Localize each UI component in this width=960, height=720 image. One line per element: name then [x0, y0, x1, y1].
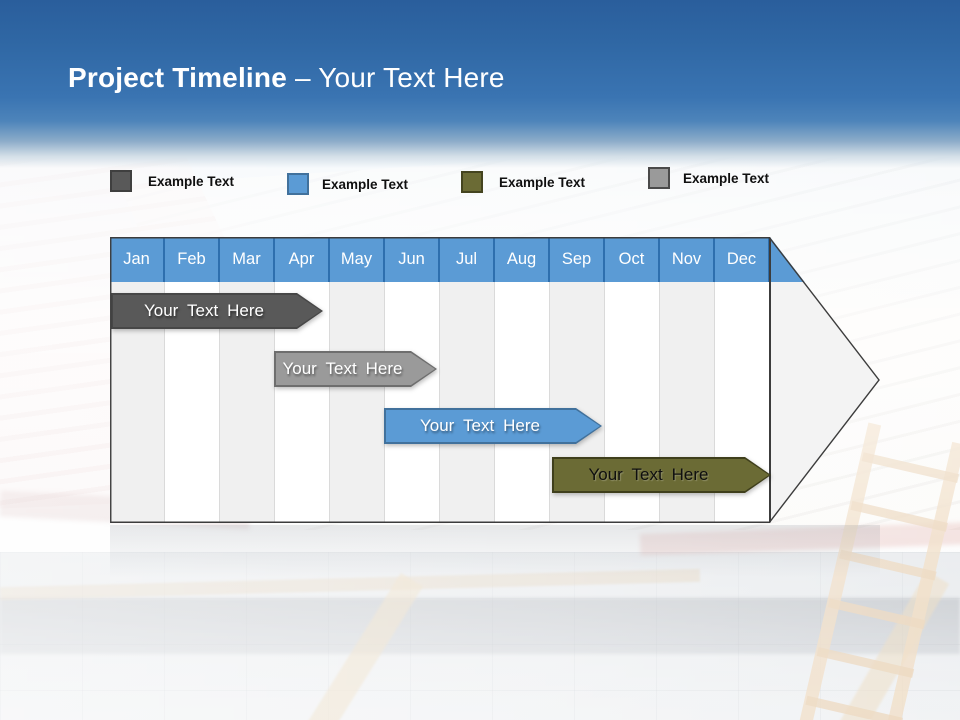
month-header-cell: Aug: [495, 237, 550, 282]
gantt-bar-4: Your Text Here: [552, 457, 771, 493]
month-header-cell: May: [330, 237, 385, 282]
legend-swatch-blue: [287, 173, 309, 195]
timeline-arrow-body: Jan Feb Mar Apr May Jun Jul Aug Sep Oct …: [110, 237, 880, 523]
timeline-arrow-shape: Jan Feb Mar Apr May Jun Jul Aug Sep Oct …: [110, 237, 880, 523]
title-band: [0, 0, 960, 168]
legend-swatch-gray: [648, 167, 670, 189]
gantt-bar-1: Your Text Here: [111, 293, 323, 329]
slide-title-bold: Project Timeline: [68, 62, 287, 93]
legend-swatch-darkgray: [110, 170, 132, 192]
legend-label: Example Text: [148, 174, 235, 189]
month-column: [330, 282, 385, 523]
legend-label: Example Text: [499, 175, 586, 190]
gantt-bar-3: Your Text Here: [384, 408, 602, 444]
legend-label: Example Text: [683, 171, 770, 186]
month-header-cell: Jul: [440, 237, 495, 282]
month-column: [385, 282, 440, 523]
month-header-cell: Feb: [165, 237, 220, 282]
legend-label: Example Text: [322, 177, 409, 192]
month-header-cell: Jan: [110, 237, 165, 282]
month-header-cell: Nov: [660, 237, 715, 282]
slide-title: Project Timeline – Your Text Here: [68, 62, 505, 94]
month-header-cell: Mar: [220, 237, 275, 282]
month-header-cell: Oct: [605, 237, 660, 282]
slide-title-rest: – Your Text Here: [286, 62, 505, 93]
gantt-bar-label: Your Text Here: [419, 416, 540, 435]
gantt-bar-label: Your Text Here: [588, 465, 709, 484]
month-header-cell: Apr: [275, 237, 330, 282]
month-column: [440, 282, 495, 523]
gantt-bar-2: Your Text Here: [274, 351, 437, 387]
month-header-cell: Dec: [715, 237, 770, 282]
month-header-cell: Jun: [385, 237, 440, 282]
month-column: [495, 282, 550, 523]
month-header-cell: Sep: [550, 237, 605, 282]
gantt-bar-label: Your Text Here: [282, 359, 403, 378]
gantt-bar-label: Your Text Here: [143, 301, 264, 320]
month-header-row: Jan Feb Mar Apr May Jun Jul Aug Sep Oct …: [110, 237, 880, 282]
legend-swatch-olive: [461, 171, 483, 193]
table-reflection: [110, 525, 880, 577]
